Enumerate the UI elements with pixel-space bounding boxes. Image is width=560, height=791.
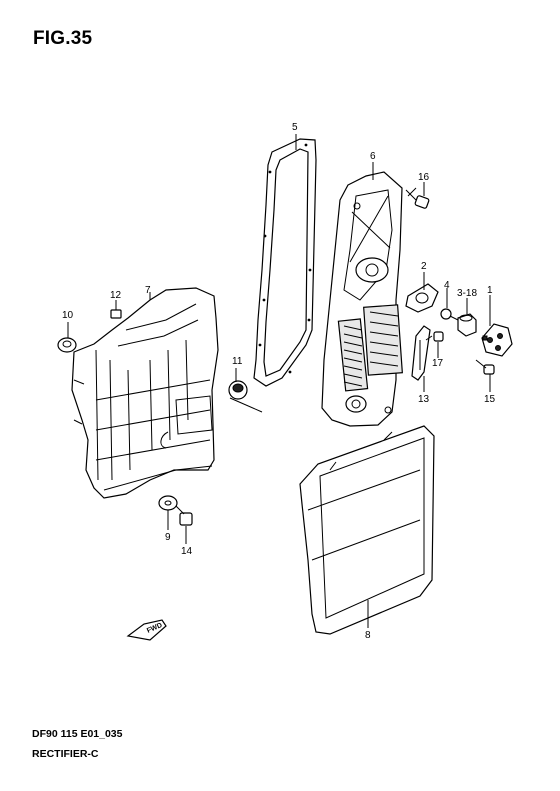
grommet-part-10 bbox=[57, 337, 77, 353]
callout-3-18: 3-18 bbox=[457, 288, 478, 299]
washer-part-9 bbox=[158, 495, 178, 511]
callout-15: 15 bbox=[484, 394, 496, 405]
cover-part-8 bbox=[299, 425, 435, 635]
callout-5: 5 bbox=[292, 122, 298, 133]
callout-1: 1 bbox=[487, 285, 493, 296]
gasket-part-5 bbox=[253, 138, 317, 387]
callout-9: 9 bbox=[165, 532, 171, 543]
callout-4: 4 bbox=[444, 280, 450, 291]
figure-number: FIG.35 bbox=[33, 28, 93, 49]
plate-part-2 bbox=[405, 283, 439, 313]
coupler-part-1 bbox=[481, 323, 513, 357]
bolt-part-17 bbox=[425, 331, 444, 342]
callout-8: 8 bbox=[365, 630, 371, 641]
leader-lines bbox=[67, 134, 491, 628]
grommet-part-11 bbox=[228, 380, 263, 413]
case-part-7 bbox=[71, 287, 219, 499]
cap-part-3-18 bbox=[457, 313, 477, 337]
screw-part-4 bbox=[440, 308, 459, 321]
callout-11: 11 bbox=[232, 356, 243, 367]
bolt-part-16 bbox=[405, 187, 430, 209]
callout-6: 6 bbox=[370, 151, 376, 162]
fwd-arrow: FWD bbox=[126, 619, 167, 641]
diagram-title: RECTIFIER-C bbox=[32, 748, 99, 760]
callout-12: 12 bbox=[110, 290, 122, 301]
bolt-part-14 bbox=[175, 505, 193, 526]
callout-17: 17 bbox=[432, 358, 444, 369]
callout-14: 14 bbox=[181, 546, 193, 557]
block-part-12 bbox=[110, 309, 122, 319]
clip-part-13 bbox=[411, 325, 431, 381]
rectifier-bracket-part-6 bbox=[321, 171, 403, 427]
diagram-code: DF90 115 E01_035 bbox=[32, 728, 123, 740]
callout-2: 2 bbox=[421, 261, 427, 272]
bolt-part-15 bbox=[475, 359, 495, 375]
callout-10: 10 bbox=[62, 310, 74, 321]
callout-7: 7 bbox=[145, 285, 151, 296]
callout-13: 13 bbox=[418, 394, 430, 405]
callout-16: 16 bbox=[418, 172, 430, 183]
